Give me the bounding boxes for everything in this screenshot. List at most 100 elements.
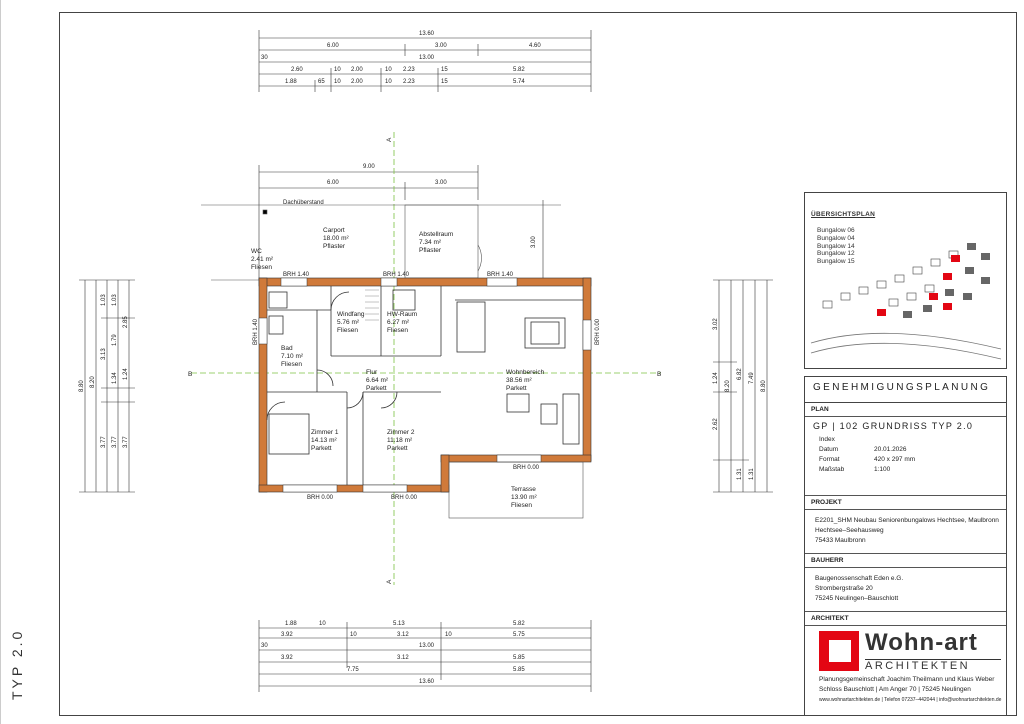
logo-subtitle: ARCHITEKTEN (865, 659, 1001, 672)
dim-left-124: 1.24 (123, 368, 129, 380)
dim-bot-1c: 5.13 (393, 621, 405, 627)
dim-bot-5b: 5.85 (513, 667, 525, 673)
bauherr-line: Strombergstraße 20 (815, 585, 873, 592)
field-value: 1:100 (874, 466, 891, 473)
room-label-flur: Flur (366, 369, 378, 376)
dim-top-5e: 10 (385, 79, 392, 85)
logo-name: Wohn-art (865, 629, 978, 656)
section-b-left: B (188, 371, 192, 378)
dim-right-682: 6.82 (737, 368, 743, 380)
architect-line: Planungsgemeinschaft Joachim Theilmann u… (819, 676, 995, 683)
architect-line: Schloss Bauschlott | Am Anger 70 | 75245… (819, 686, 971, 693)
overview-list: Bungalow 06 Bungalow 04 Bungalow 14 Bung… (817, 227, 855, 266)
dim-top-7b: 3.00 (435, 180, 447, 186)
building-walls (258, 277, 592, 493)
projekt-line: 75433 Maulbronn (815, 537, 866, 544)
dim-top-8: 3.00 (531, 236, 537, 248)
dim-top-total: 13.60 (419, 31, 435, 37)
top-dimensions (258, 30, 592, 282)
dim-right-302: 3.02 (713, 318, 719, 330)
room-label-z2: 11.18 m² (387, 437, 413, 444)
room-label-windfang: 5.76 m² (337, 319, 360, 326)
dim-bot-1a: 1.88 (285, 621, 297, 627)
terrace (448, 461, 584, 519)
section-b-right: B (657, 371, 661, 378)
dim-bot-4c: 5.85 (513, 655, 525, 661)
projekt-label: PROJEKT (805, 495, 1006, 510)
architekt-label: ARCHITEKT (805, 611, 1006, 626)
room-label-flur: 6.64 m² (366, 377, 389, 384)
architect-contact: www.wohnartarchitekten.de | Telefon 0723… (819, 697, 1002, 703)
dim-top-2a: 6.00 (327, 43, 339, 49)
overview-item: Bungalow 14 (817, 242, 855, 250)
field-key: Format (819, 456, 840, 463)
site-map (810, 243, 1002, 360)
room-label-z2: Parkett (387, 445, 408, 452)
dim-top-7a: 6.00 (327, 180, 339, 186)
dim-top-5g: 15 (441, 79, 448, 85)
room-label-z2: Zimmer 2 (387, 429, 415, 436)
dim-top-4d: 10 (385, 67, 392, 73)
dim-left-820: 8.20 (90, 376, 96, 388)
dim-top-5h: 5.74 (513, 79, 525, 85)
bauherr-label: BAUHERR (805, 553, 1006, 568)
left-dimensions (79, 279, 135, 493)
room-label-windfang: Fliesen (337, 327, 358, 334)
room-label-flur: Parkett (366, 385, 387, 392)
dim-top-4c: 2.00 (351, 67, 363, 73)
dim-top-4b: 10 (334, 67, 341, 73)
room-label-wc: WC (251, 248, 262, 255)
plan-section: PLAN GP | 102 GRUNDRISS TYP 2.0 Index Da… (805, 403, 1006, 475)
field-value: 420 x 297 mm (874, 456, 916, 463)
section-a-bottom: A (386, 579, 393, 584)
brh-8: BRH 0.00 (391, 495, 418, 501)
stair-hatch (365, 289, 379, 321)
dim-bot-2a: 3.92 (281, 632, 293, 638)
dim-right-131b: 1.31 (749, 468, 755, 480)
dim-left-134: 1.34 (112, 372, 118, 384)
dim-left-total: 8.80 (79, 380, 85, 392)
dim-top-2b: 3.00 (435, 43, 447, 49)
room-label-hw: 6.27 m² (387, 319, 410, 326)
room-label-carport: Pflaster (323, 243, 346, 250)
room-label-carport: Carport (323, 227, 345, 234)
room-label-wc: Fliesen (251, 264, 272, 271)
plan-field: Index (805, 435, 1006, 445)
room-label-wc: 2.41 m² (251, 256, 274, 263)
room-label-terrasse: 13.90 m² (511, 494, 537, 501)
overview-title: ÜBERSICHTSPLAN (811, 211, 876, 218)
dim-top-5b: 65 (318, 79, 325, 85)
dim-bot-3a: 30 (261, 643, 268, 649)
dim-top-4a: 2.60 (291, 67, 303, 73)
brh-3: BRH 1.40 (487, 272, 514, 278)
dim-right-131a: 1.31 (737, 468, 743, 480)
overview-item: Bungalow 04 (817, 234, 855, 242)
dim-bot-6: 13.60 (419, 679, 435, 685)
dim-bot-2e: 5.75 (513, 632, 525, 638)
brh-2: BRH 1.40 (383, 272, 410, 278)
brh-1: BRH 1.40 (283, 272, 310, 278)
dim-top-2c: 4.60 (529, 43, 541, 49)
brh-4: BRH 1.40 (253, 318, 259, 345)
room-label-wohn: Parkett (506, 385, 527, 392)
plan-title: GP | 102 GRUNDRISS TYP 2.0 (813, 421, 974, 431)
dim-right-820: 8.20 (725, 380, 731, 392)
room-label-terrasse: Fliesen (511, 502, 532, 509)
room-label-carport: 18.00 m² (323, 235, 349, 242)
room-label-wohn: Wohnbereich (506, 369, 545, 376)
field-value: 20.01.2026 (874, 446, 907, 453)
dim-bot-2c: 3.12 (397, 632, 409, 638)
room-label-hw: Fliesen (387, 327, 408, 334)
dim-top-4f: 15 (441, 67, 448, 73)
room-label-bad: 7.10 m² (281, 353, 304, 360)
room-label-wohn: 38.56 m² (506, 377, 532, 384)
dim-left-179: 1.79 (112, 334, 118, 346)
title-block: PLAN GP | 102 GRUNDRISS TYP 2.0 Index Da… (804, 402, 1007, 716)
field-key: Maßstab (819, 466, 845, 473)
dim-left-285: 2.85 (123, 316, 129, 328)
bauherr-line: 75245 Neulingen–Bauschlott (815, 595, 899, 602)
room-label-windfang: Windfang (337, 311, 365, 318)
overview-plan: ÜBERSICHTSPLAN Bungalow 06 Bungalow 04 B… (804, 192, 1007, 369)
